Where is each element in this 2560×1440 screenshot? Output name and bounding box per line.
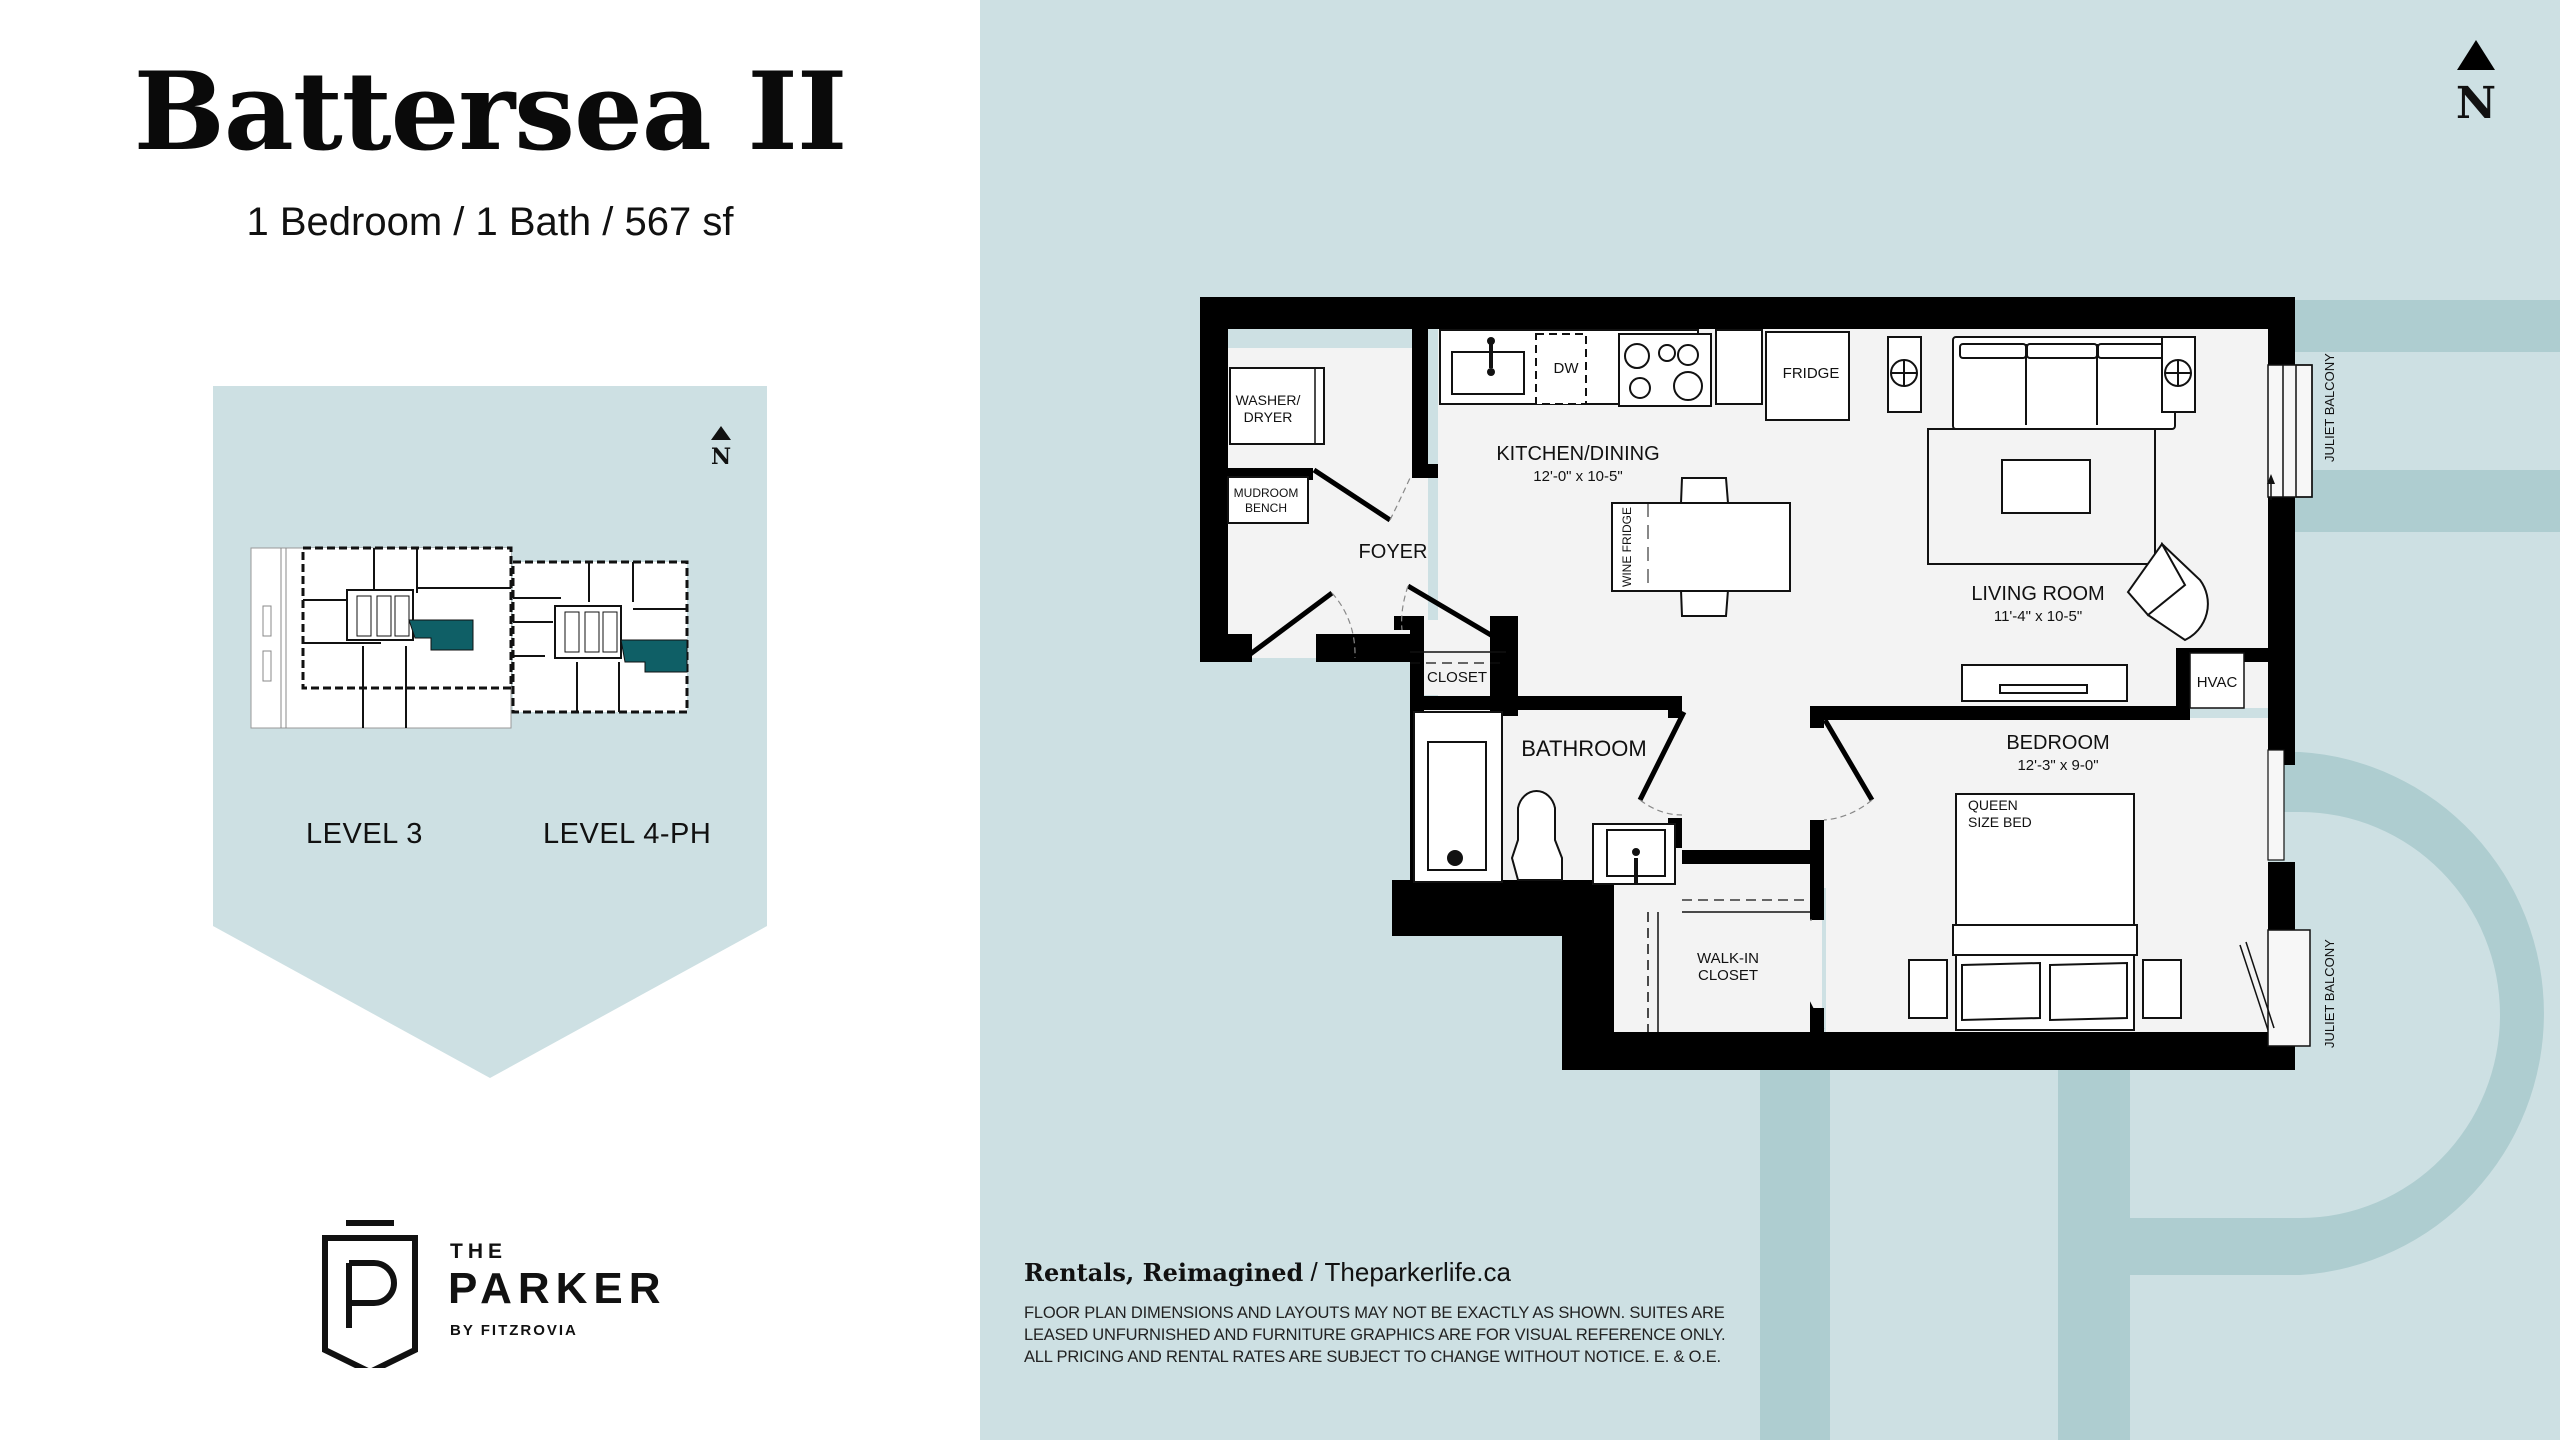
bathroom-label: BATHROOM bbox=[1521, 736, 1646, 761]
cooktop-icon bbox=[1624, 343, 1703, 401]
side-tables-lamps-icon bbox=[1887, 336, 2196, 413]
bedroom-dims: 12'-3" x 9-0" bbox=[2017, 757, 2098, 774]
watermark-p-icon bbox=[1760, 300, 2560, 1440]
bedroom-label: BEDROOM bbox=[2006, 732, 2109, 754]
plan-north-indicator: N bbox=[2454, 40, 2498, 126]
brand-name: PARKER bbox=[448, 1264, 667, 1313]
coffee-table-icon bbox=[2001, 459, 2091, 514]
closet-label: CLOSET bbox=[1427, 669, 1487, 686]
dining-table-icon bbox=[1611, 477, 1791, 617]
tagline-separator: / bbox=[1303, 1257, 1325, 1287]
vanity-sink-icon bbox=[1592, 823, 1676, 885]
suite-title: Battersea II bbox=[133, 49, 848, 175]
washer-label-1: WASHER/ bbox=[1236, 392, 1301, 408]
bed-label-2: SIZE BED bbox=[1968, 814, 2032, 830]
living-room-dims: 11'-4" x 10-5" bbox=[1994, 608, 2082, 625]
left-panel: Battersea II 1 Bedroom / 1 Bath / 567 sf bbox=[0, 0, 980, 1440]
level-4-ph-map bbox=[511, 560, 689, 714]
disclaimer: FLOOR PLAN DIMENSIONS AND LAYOUTS MAY NO… bbox=[1024, 1304, 1726, 1366]
bathtub-icon bbox=[1413, 711, 1503, 883]
toilet-icon bbox=[1510, 790, 1563, 881]
tv-console-icon bbox=[1961, 664, 2128, 702]
walkin-label-1: WALK-IN bbox=[1697, 950, 1759, 967]
key-plan-north-indicator: N bbox=[701, 426, 741, 468]
key-plan-shape bbox=[213, 386, 767, 1078]
brand-the: THE bbox=[450, 1240, 507, 1263]
north-arrow-icon bbox=[2457, 40, 2495, 70]
mudroom-label-2: BENCH bbox=[1245, 501, 1287, 515]
north-label: N bbox=[2455, 78, 2497, 129]
wine-fridge-label: WINE FRIDGE bbox=[1620, 507, 1634, 587]
walkin-label-2: CLOSET bbox=[1698, 967, 1758, 984]
tagline: Rentals, Reimagined / Theparkerlife.ca bbox=[1024, 1257, 1511, 1288]
level-3-map bbox=[250, 546, 513, 729]
key-plan: N LEVEL 3 LEVEL 4-PH bbox=[213, 386, 767, 1078]
bed-label-1: QUEEN bbox=[1968, 797, 2018, 813]
tagline-text: Rentals, Reimagined bbox=[1024, 1258, 1304, 1287]
sofa-icon bbox=[1952, 336, 2176, 430]
fridge-label: FRIDGE bbox=[1783, 365, 1840, 382]
sink-faucet-icon bbox=[1487, 337, 1495, 376]
mudroom-label-1: MUDROOM bbox=[1234, 486, 1299, 500]
living-room-label: LIVING ROOM bbox=[1971, 583, 2104, 605]
website-link[interactable]: Theparkerlife.ca bbox=[1324, 1257, 1511, 1287]
north-arrow-icon bbox=[711, 426, 731, 440]
level-3-label: LEVEL 3 bbox=[306, 818, 423, 850]
kitchen-counter bbox=[1439, 329, 1850, 421]
north-label: N bbox=[710, 444, 732, 470]
brand-byline: BY FITZROVIA bbox=[450, 1322, 578, 1339]
juliet-balcony-bottom bbox=[2239, 929, 2311, 1047]
kitchen-dining-dims: 12'-0" x 10-5" bbox=[1533, 468, 1622, 485]
armchair-icon bbox=[2126, 542, 2209, 642]
juliet-balcony-top bbox=[2267, 364, 2313, 498]
kitchen-dining-label: KITCHEN/DINING bbox=[1496, 443, 1659, 465]
rug bbox=[1927, 428, 2156, 565]
level-4-ph-label: LEVEL 4-PH bbox=[543, 818, 712, 850]
juliet-balcony-label-bottom: JULIET BALCONY bbox=[2322, 939, 2337, 1048]
dishwasher-label: DW bbox=[1554, 360, 1580, 377]
foyer-label: FOYER bbox=[1359, 541, 1428, 563]
hvac-label: HVAC bbox=[2197, 674, 2238, 691]
bedroom-window bbox=[2267, 749, 2285, 861]
suite-specs: 1 Bedroom / 1 Bath / 567 sf bbox=[246, 200, 734, 244]
washer-label-2: DRYER bbox=[1244, 409, 1293, 425]
brand-logo: THE PARKER BY FITZROVIA bbox=[322, 1218, 682, 1376]
queen-bed-icon bbox=[1908, 793, 2182, 1031]
parker-shield-icon bbox=[322, 1220, 418, 1376]
juliet-balcony-label-top: JULIET BALCONY bbox=[2322, 353, 2337, 462]
